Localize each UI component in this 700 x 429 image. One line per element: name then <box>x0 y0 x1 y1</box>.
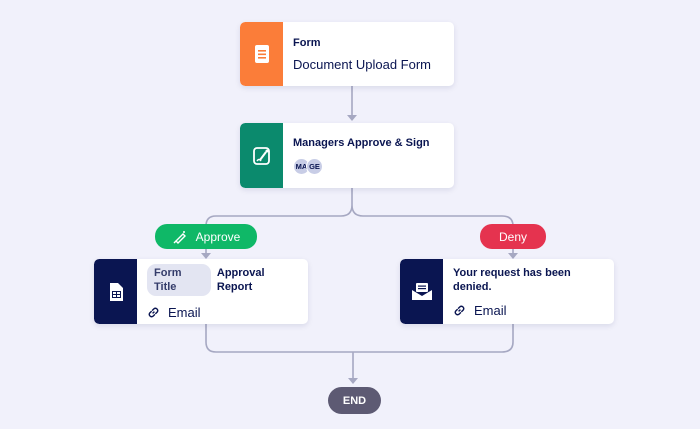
denied-node-action: Email <box>474 302 507 318</box>
approval-node-icon-box <box>240 123 283 188</box>
deny-label: Deny <box>498 229 527 244</box>
approval-sign-icon <box>252 146 270 165</box>
approve-branch-button[interactable]: Approve <box>155 224 257 249</box>
link-icon <box>454 305 465 315</box>
avatar[interactable]: MA <box>293 158 310 175</box>
approval-report-email-node[interactable]: Form Title Approval Report Email <box>94 259 308 324</box>
form-node-icon-box <box>240 22 283 86</box>
form-node-subtitle: Document Upload Form <box>293 56 431 72</box>
form-title-chip: Form Title <box>147 263 211 296</box>
form-node-title: Form <box>293 36 321 49</box>
approve-label: Approve <box>195 229 241 244</box>
form-document-icon <box>254 45 269 63</box>
arrowhead-end <box>348 378 358 384</box>
report-node-title: Approval Report <box>216 266 265 293</box>
end-node[interactable]: END <box>328 387 381 414</box>
pen-sign-icon <box>173 230 186 244</box>
arrowhead-approval <box>347 115 357 121</box>
denied-email-node[interactable]: Your request has been denied. Email <box>400 259 614 324</box>
report-node-icon-box <box>94 259 137 324</box>
assignee-avatars: MA GE <box>293 158 430 175</box>
connector-branches-to-end <box>205 324 514 381</box>
avatar[interactable]: GE <box>306 158 323 175</box>
form-node[interactable]: Form Document Upload Form <box>240 22 454 86</box>
link-icon <box>148 307 159 317</box>
denied-node-icon-box <box>400 259 443 324</box>
report-node-action: Email <box>168 304 201 320</box>
envelope-icon <box>411 282 432 300</box>
denied-node-title: Your request has been denied. <box>453 266 571 293</box>
report-document-icon <box>109 282 123 301</box>
approval-node[interactable]: Managers Approve & Sign MA GE <box>240 123 454 188</box>
approval-node-title: Managers Approve & Sign <box>293 137 430 149</box>
end-label: END <box>342 394 367 407</box>
deny-branch-button[interactable]: Deny <box>480 224 546 249</box>
